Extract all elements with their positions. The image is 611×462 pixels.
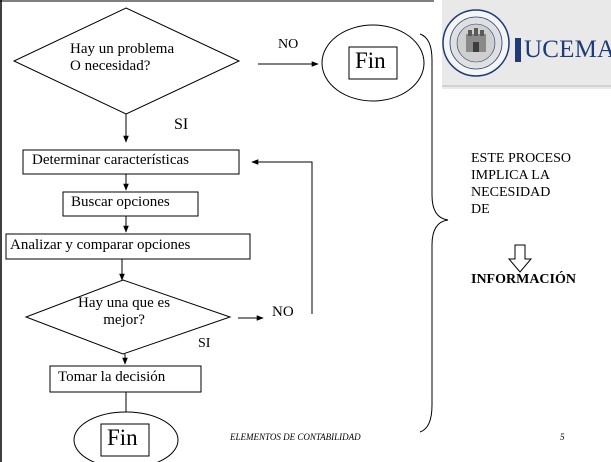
decision-best-line1: Hay una que es [78, 295, 171, 311]
step-analyze-box [5, 233, 251, 260]
si-label-top: SI [174, 116, 189, 133]
side-note: ESTE PROCESO IMPLICA LA NECESIDAD DE [471, 150, 611, 218]
logo-bar [515, 38, 521, 62]
fin-label-top: Fin [355, 48, 386, 73]
si-label-bottom: SI [198, 336, 211, 351]
step-decide-box [49, 365, 202, 393]
fin-box-bottom [100, 423, 150, 457]
decision-problem-line1: Hay un problema [70, 41, 175, 57]
side-note-line2: IMPLICA LA [471, 168, 550, 183]
decision-best-label: Hay una que es mejor? [78, 295, 170, 330]
loop-back-line [251, 159, 313, 314]
right-brace [419, 33, 449, 433]
step-search-box [62, 191, 199, 217]
footer-page-number: 5 [560, 432, 565, 442]
information-label: INFORMACIÓN [471, 272, 576, 287]
university-seal-icon [442, 9, 510, 77]
side-note-line1: ESTE PROCESO [471, 151, 571, 166]
step-search-label: Buscar opciones [71, 194, 170, 210]
step-characteristics-box [22, 149, 240, 175]
fin-box-top [348, 46, 398, 80]
step-decide-label: Tomar la decisión [58, 369, 166, 385]
step-characteristics-label: Determinar características [32, 152, 189, 168]
no-label-bottom: NO [272, 304, 294, 320]
step-analyze-label: Analizar y comparar opciones [10, 237, 191, 253]
down-arrow-icon [507, 244, 533, 273]
decision-problem-line2: O necesidad? [70, 58, 151, 75]
no-label-top: NO [278, 37, 299, 52]
footer-course: ELEMENTOS DE CONTABILIDAD [230, 432, 361, 442]
logo-name: UCEMA [524, 36, 611, 63]
decision-best-line2: mejor? [103, 312, 145, 329]
side-note-line4: DE [471, 202, 490, 217]
fin-label-bottom: Fin [107, 425, 138, 450]
side-note-line3: NECESIDAD [471, 185, 551, 200]
decision-best-diamond [24, 279, 232, 355]
decision-problem-label: Hay un problema O necesidad? [70, 41, 174, 76]
